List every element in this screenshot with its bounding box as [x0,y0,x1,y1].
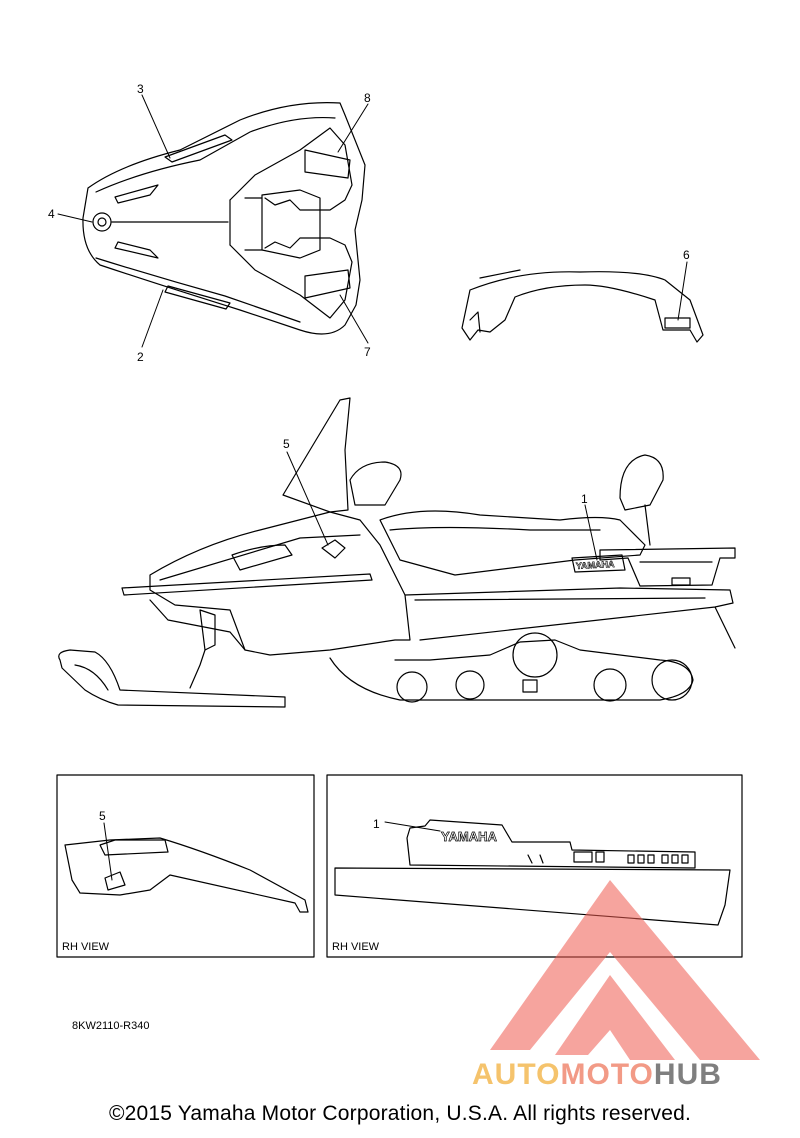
snowmobile-side-view [58,397,736,708]
hood-top-view [82,102,366,335]
inset-right-drawing [334,819,731,926]
automotohub-watermark-logo [490,880,760,1060]
inset-right-frame [326,774,743,958]
callout-1: 1 [581,492,588,506]
diagram-part-code: 8KW2110-R340 [72,1020,150,1032]
callout-1-inset: 1 [373,817,380,831]
inset-left-label: RH VIEW [62,941,110,953]
callout-7: 7 [364,345,371,359]
callout-5-inset: 5 [99,809,106,823]
callout-4: 4 [48,207,55,221]
callout-2: 2 [137,350,144,364]
callout-6: 6 [683,248,690,262]
rear-panel-view [461,269,704,343]
watermark-text: AUTOMOTOHUB [472,1058,722,1091]
inset-left-frame [56,774,315,958]
inset-left-drawing [64,837,309,913]
inset-right-label: RH VIEW [332,941,380,953]
yamaha-decal-text: YAMAHA [576,559,616,571]
callout-8: 8 [364,91,371,105]
copyright-notice: ©2015 Yamaha Motor Corporation, U.S.A. A… [108,1102,692,1125]
callout-numbers: 3 2 4 8 7 6 5 1 5 1 [48,82,690,831]
callout-3: 3 [137,82,144,96]
leader-lines [57,94,688,881]
yamaha-decal-text-inset: YAMAHA [441,829,497,844]
callout-5: 5 [283,437,290,451]
